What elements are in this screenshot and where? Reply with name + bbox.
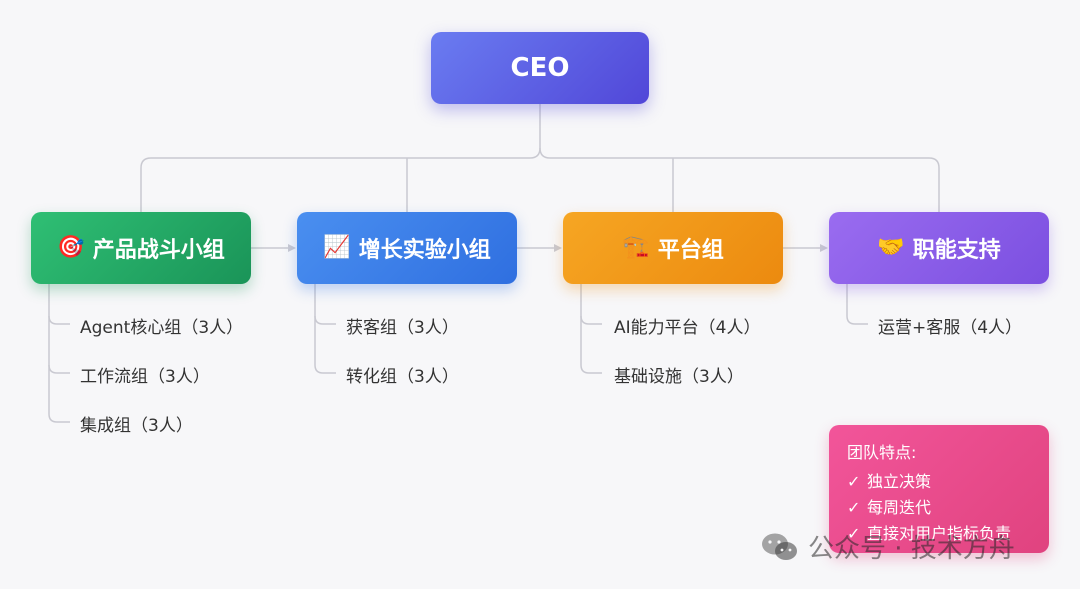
subgroup-item: 获客组（3人） xyxy=(346,318,459,338)
team-functional-support: 🤝 职能支持 xyxy=(829,212,1049,284)
target-icon: 🎯 xyxy=(57,235,85,260)
handshake-icon: 🤝 xyxy=(877,235,905,260)
arrowhead-icon xyxy=(288,244,296,252)
arrowhead-icon xyxy=(820,244,828,252)
team-platform: 🏗️ 平台组 xyxy=(563,212,783,284)
feature-item: ✓独立决策 xyxy=(847,469,1031,495)
team-features-card: 团队特点: ✓独立决策 ✓每周迭代 ✓直接对用户指标负责 xyxy=(829,425,1049,553)
team-growth-experiment: 📈 增长实验小组 xyxy=(297,212,517,284)
team-label: 平台组 xyxy=(657,238,724,263)
subgroup-item: Agent核心组（3人） xyxy=(80,318,244,338)
team-label: 职能支持 xyxy=(912,238,1001,263)
watermark-text: 公众号 · 技术方舟 xyxy=(808,534,1015,564)
features-title: 团队特点: xyxy=(847,443,917,462)
chart-up-icon: 📈 xyxy=(323,235,351,260)
ceo-connector xyxy=(140,104,541,212)
subgroup-item: AI能力平台（4人） xyxy=(614,318,761,338)
team-product-combat: 🎯 产品战斗小组 xyxy=(31,212,251,284)
subgroup-item: 运营+客服（4人） xyxy=(878,318,1023,338)
subgroup-item: 集成组（3人） xyxy=(80,416,193,436)
check-icon: ✓ xyxy=(847,524,861,543)
check-icon: ✓ xyxy=(847,498,861,517)
subgroup-item: 转化组（3人） xyxy=(346,367,459,387)
team-label: 产品战斗小组 xyxy=(92,238,225,263)
construction-icon: 🏗️ xyxy=(622,235,650,260)
subgroup-item: 工作流组（3人） xyxy=(80,367,210,387)
watermark: 公众号 · 技术方舟 xyxy=(760,528,1015,565)
check-icon: ✓ xyxy=(847,472,861,491)
ceo-node: CEO xyxy=(431,32,649,104)
feature-item: ✓直接对用户指标负责 xyxy=(847,521,1031,547)
ceo-label: CEO xyxy=(510,53,570,83)
wechat-icon xyxy=(762,533,797,560)
arrowhead-icon xyxy=(554,244,562,252)
feature-item: ✓每周迭代 xyxy=(847,495,1031,521)
subgroup-item: 基础设施（3人） xyxy=(614,367,744,387)
team-label: 增长实验小组 xyxy=(358,238,491,263)
